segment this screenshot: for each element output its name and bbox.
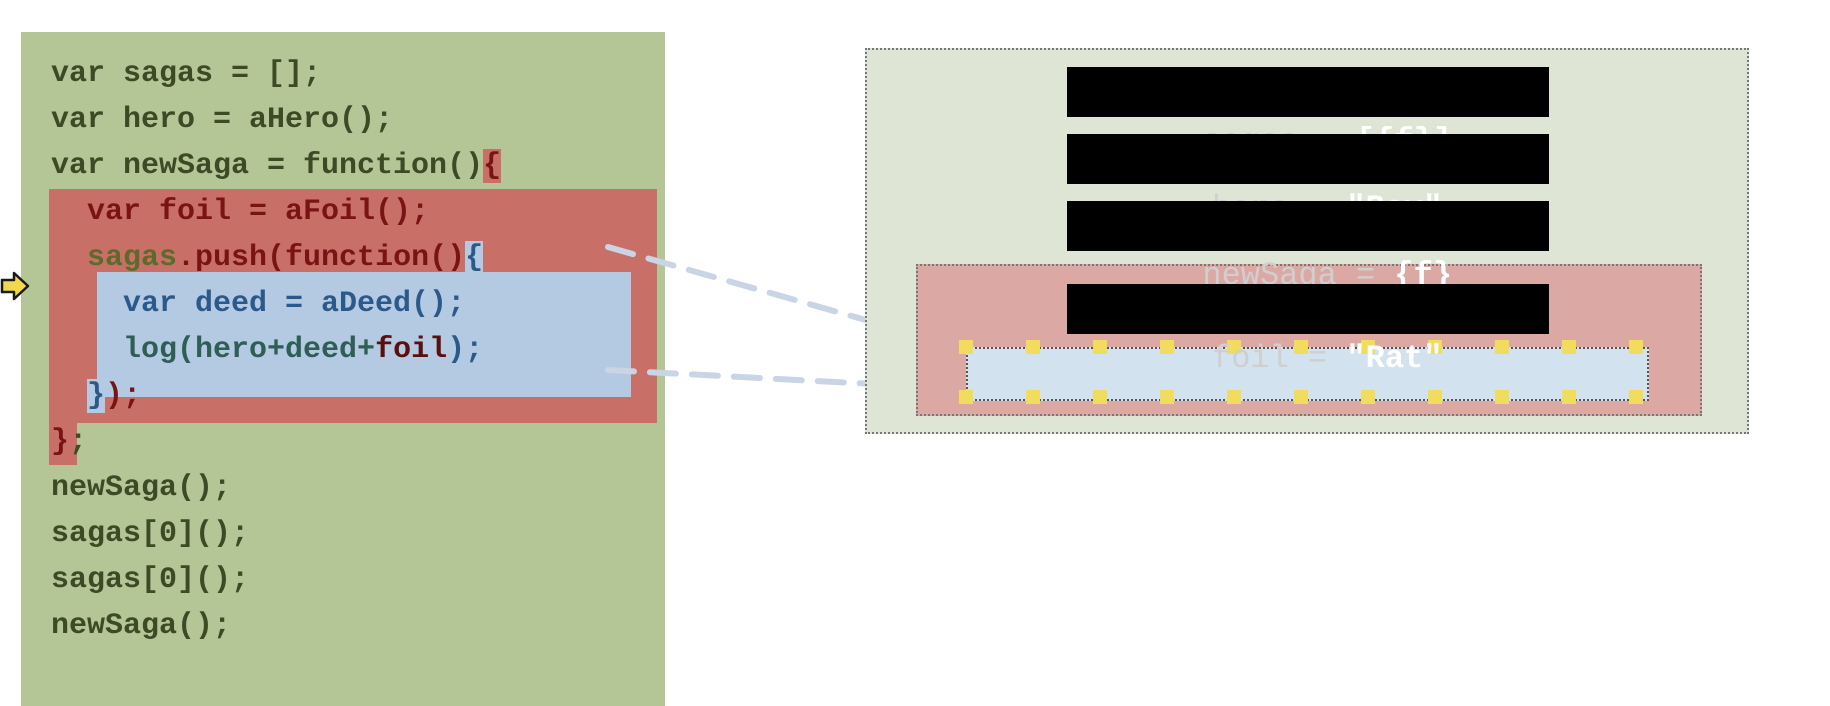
env-handle: [1026, 390, 1040, 404]
var-box-new-saga: newSaga = {f}: [1067, 201, 1549, 294]
code-token: sagas[0]();: [51, 563, 250, 597]
code-panel: var sagas = []; var hero = aHero(); var ne…: [21, 32, 665, 706]
var-value: "Rat": [1346, 340, 1443, 377]
env-handle: [1361, 340, 1375, 354]
code-token: }: [87, 379, 106, 413]
env-handle: [1026, 340, 1040, 354]
code-line: newSaga();: [51, 604, 231, 648]
env-handle: [1361, 390, 1375, 404]
code-token: var sagas = [];: [51, 57, 322, 91]
env-handle: [1495, 340, 1509, 354]
env-handle: [1093, 340, 1107, 354]
env-handle: [1562, 340, 1576, 354]
code-token: log(hero+deed+: [51, 333, 376, 367]
env-handle: [1428, 390, 1442, 404]
code-line: log(hero+deed+foil);: [51, 328, 483, 372]
env-handle: [959, 340, 973, 354]
code-line: var foil = aFoil();: [51, 190, 429, 234]
var-separator: =: [1288, 340, 1347, 377]
code-line: newSaga();: [51, 466, 231, 510]
code-token: {: [483, 149, 502, 183]
code-token: .push(function(): [177, 241, 466, 275]
env-handle: [1160, 340, 1174, 354]
env-handle: [1294, 390, 1308, 404]
code-token: );: [105, 379, 142, 413]
env-handle: [1227, 340, 1241, 354]
code-line: var deed = aDeed();: [51, 282, 465, 326]
env-handle: [1160, 390, 1174, 404]
code-token: newSaga();: [51, 471, 232, 505]
code-token: [51, 241, 87, 275]
env-handle: [1629, 340, 1643, 354]
env-handle: [1428, 340, 1442, 354]
code-token: sagas[0]();: [51, 517, 250, 551]
code-line: sagas[0]();: [51, 512, 249, 556]
code-line: var sagas = [];: [51, 52, 321, 96]
var-name: foil: [1211, 340, 1289, 377]
env-handle: [959, 390, 973, 404]
env-handle: [1093, 390, 1107, 404]
code-token: sagas: [87, 241, 178, 275]
code-token: );: [447, 333, 484, 367]
callback-environment: [959, 340, 1649, 404]
code-token: [51, 379, 87, 413]
code-token: var hero = aHero();: [51, 103, 394, 137]
code-line: });: [51, 374, 141, 418]
env-handle: [1629, 390, 1643, 404]
var-box-hero: hero = "Boy": [1067, 134, 1549, 227]
push-callback-scope: [97, 272, 631, 397]
code-line: var hero = aHero();: [51, 98, 393, 142]
var-box-sagas: sagas = [{f}]: [1067, 67, 1549, 160]
code-token: }: [51, 425, 70, 459]
code-line: sagas.push(function(){: [51, 236, 484, 280]
env-handle: [1227, 390, 1241, 404]
env-handle: [1495, 390, 1509, 404]
code-line: };: [51, 420, 87, 464]
code-token: var newSaga = function(): [51, 149, 484, 183]
code-token: var foil = aFoil();: [51, 195, 430, 229]
code-line: sagas[0]();: [51, 558, 249, 602]
code-token: var deed = aDeed();: [51, 287, 466, 321]
env-handle: [1562, 390, 1576, 404]
env-handle: [1294, 340, 1308, 354]
code-token: foil: [375, 333, 448, 367]
current-line-arrow-icon: [0, 271, 30, 301]
code-token: {: [465, 241, 484, 275]
code-token: ;: [69, 425, 88, 459]
code-line: var newSaga = function(){: [51, 144, 502, 188]
var-box-foil: foil = "Rat": [1067, 284, 1549, 377]
code-token: newSaga();: [51, 609, 232, 643]
